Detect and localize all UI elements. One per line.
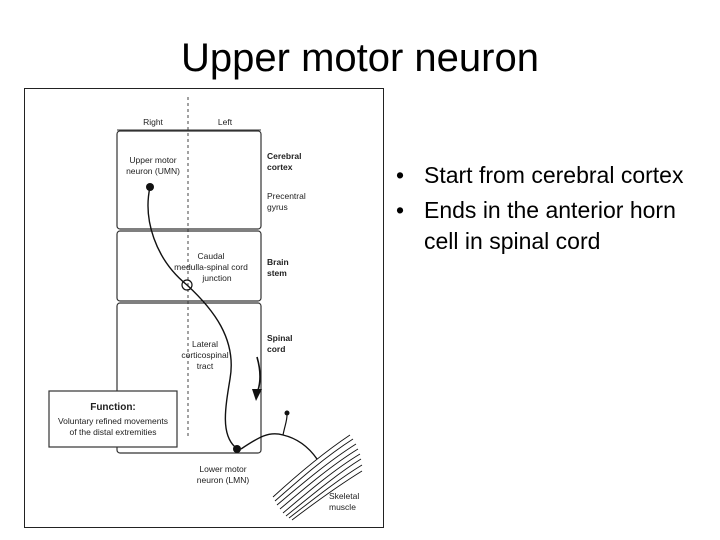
interneuron — [282, 414, 288, 436]
spinal-cord-label-2: cord — [267, 344, 285, 354]
junction-label-3: junction — [201, 273, 232, 283]
brainstem-compartment — [116, 230, 262, 302]
junction-label-2: medulla-spinal cord — [174, 262, 248, 272]
brain-stem-label-2: stem — [267, 268, 287, 278]
lmn-label-1: Lower motor — [199, 464, 246, 474]
precentral-gyrus-label-1: Precentral — [267, 191, 306, 201]
side-left-label: Left — [218, 117, 233, 127]
bullet-text: Start from cerebral cortex — [424, 162, 684, 188]
umn-label-1: Upper motor — [129, 155, 176, 165]
slide-title: Upper motor neuron — [181, 36, 539, 80]
decussation-marker — [181, 279, 193, 291]
muscle-label-2: muscle — [329, 502, 356, 512]
lmn-label-2: neuron (LMN) — [197, 475, 250, 485]
skeletal-muscle — [272, 434, 363, 521]
bullet-list: • Start from cerebral cortex • Ends in the… — [394, 160, 710, 261]
motor-pathway-diagram: Right Left Upper motor neuron (UMN) Cere… — [48, 97, 363, 521]
lmn-axon — [240, 433, 318, 460]
bullet-dot-icon: • — [396, 197, 405, 223]
umn-label-2: neuron (UMN) — [126, 166, 180, 176]
tract-label-1: Lateral — [192, 339, 218, 349]
motor-pathway-figure: Right Left Upper motor neuron (UMN) Cere… — [24, 88, 384, 528]
muscle-label-1: Skeletal — [329, 491, 359, 501]
cortex-compartment — [116, 130, 262, 230]
junction-label-1: Caudal — [198, 251, 225, 261]
spinal-compartment — [116, 302, 262, 454]
direction-arrowhead — [252, 389, 262, 401]
function-title: Function: — [90, 402, 136, 413]
bullet-text: Ends in the anterior horn cell in spinal… — [424, 197, 676, 254]
bullet-item: • Start from cerebral cortex — [394, 160, 710, 191]
cerebral-cortex-label-2: cortex — [267, 162, 293, 172]
interneuron-body — [284, 410, 290, 416]
function-box — [48, 390, 178, 448]
bullet-dot-icon: • — [396, 162, 405, 188]
function-text-1: Voluntary refined movements — [58, 416, 168, 426]
direction-arrow — [256, 356, 261, 394]
side-right-label: Right — [143, 117, 163, 127]
spinal-cord-label-1: Spinal — [267, 333, 293, 343]
precentral-gyrus-label-2: gyrus — [267, 202, 288, 212]
brain-stem-label-1: Brain — [267, 257, 289, 267]
bullet-item: • Ends in the anterior horn cell in spina… — [394, 195, 710, 257]
umn-cell-body — [146, 183, 154, 191]
lmn-cell-body — [233, 445, 241, 453]
cerebral-cortex-label-1: Cerebral — [267, 151, 302, 161]
tract-label-3: tract — [197, 361, 214, 371]
umn-axon — [147, 186, 236, 448]
function-text-2: of the distal extremities — [70, 427, 157, 437]
tract-label-2: corticospinal — [181, 350, 228, 360]
